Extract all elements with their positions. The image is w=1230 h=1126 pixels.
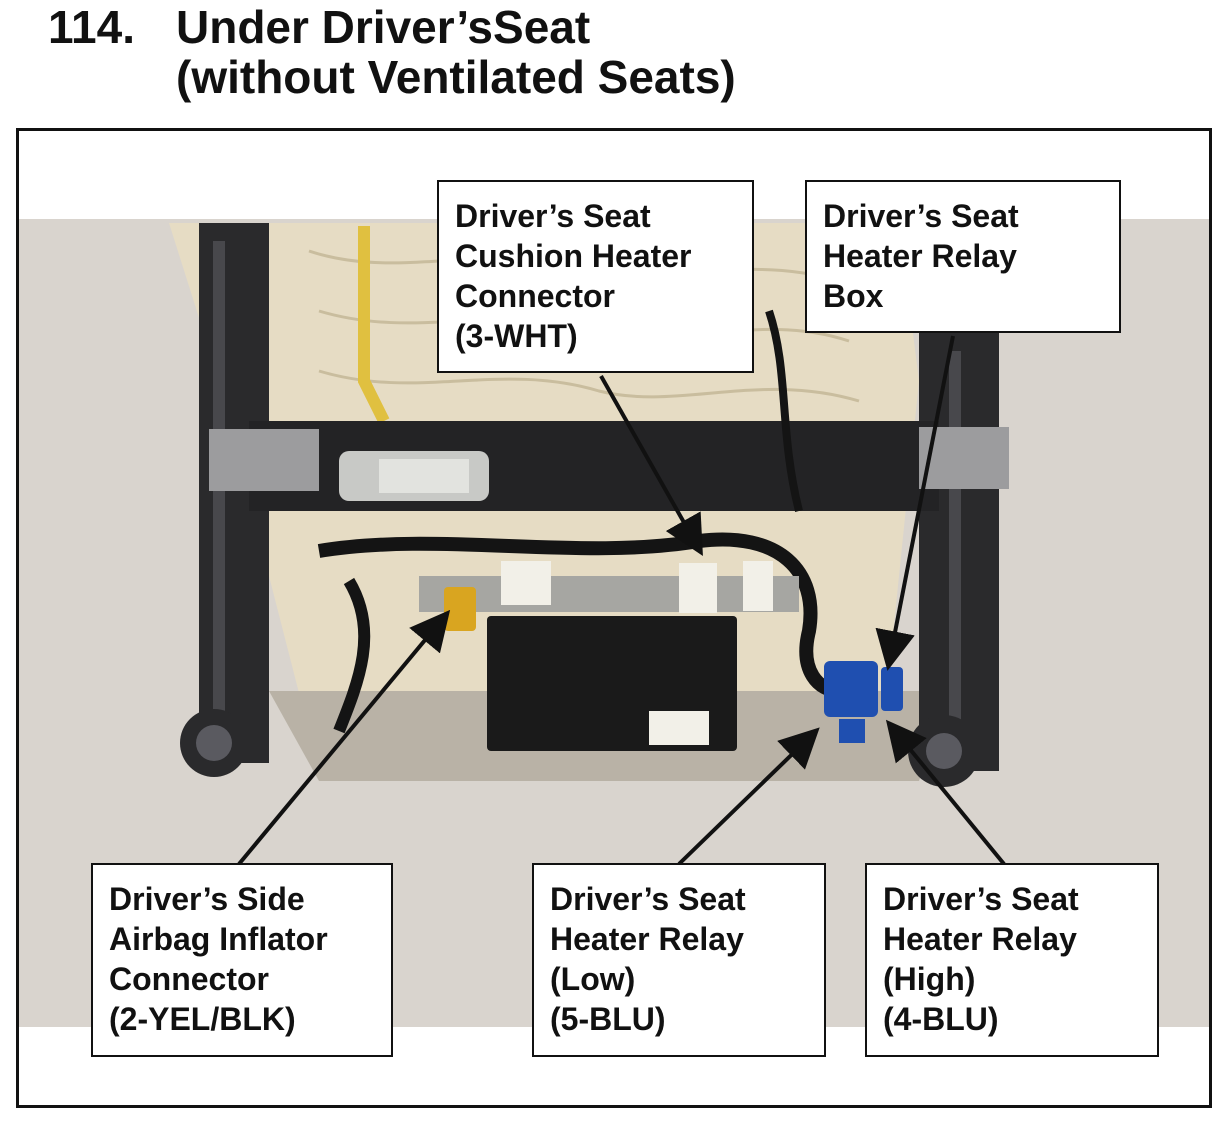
label-line: Driver’s Side [109,881,305,917]
blue-relay-high [881,667,903,711]
figure-number: 114. [48,1,135,53]
label-line: Driver’s Seat [455,198,651,234]
label-line: Driver’s Seat [883,881,1079,917]
yellow-airbag-connector [444,587,476,631]
label-line: (4-BLU) [883,1001,999,1037]
title-line-2: (without Ventilated Seats) [176,51,736,103]
white-connector-cushion [679,563,717,613]
label-line: Driver’s Seat [550,881,746,917]
white-connector [501,561,551,605]
wiring-harness [317,532,840,698]
label-line: Connector [455,278,615,314]
label-line: (High) [883,961,976,997]
label-line: (Low) [550,961,636,997]
label-line: Box [823,278,884,314]
figure-frame: Driver’s Seat Cushion Heater Connector (… [16,128,1212,1108]
label-airbag-inflator-connector: Driver’s Side Airbag Inflator Connector … [91,863,393,1057]
label-line: Airbag Inflator [109,921,328,957]
label-line: Heater Relay [550,921,744,957]
label-line: Heater Relay [883,921,1077,957]
blue-relay-low [824,661,878,717]
label-heater-relay-low: Driver’s Seat Heater Relay (Low) (5-BLU) [532,863,826,1057]
label-line: Cushion Heater [455,238,692,274]
yellow-tube [358,226,390,424]
label-line: (2-YEL/BLK) [109,1001,296,1037]
label-heater-relay-high: Driver’s Seat Heater Relay (High) (4-BLU… [865,863,1159,1057]
label-line: Connector [109,961,269,997]
label-line: (3-WHT) [455,318,578,354]
label-heater-relay-box: Driver’s Seat Heater Relay Box [805,180,1121,333]
label-cushion-heater-connector: Driver’s Seat Cushion Heater Connector (… [437,180,754,373]
title-line-1: Under Driver’sSeat [176,1,591,53]
label-line: Heater Relay [823,238,1017,274]
label-line: (5-BLU) [550,1001,666,1037]
page-title: 114. Under Driver’sSeat (without Ventilat… [48,2,736,102]
label-line: Driver’s Seat [823,198,1019,234]
